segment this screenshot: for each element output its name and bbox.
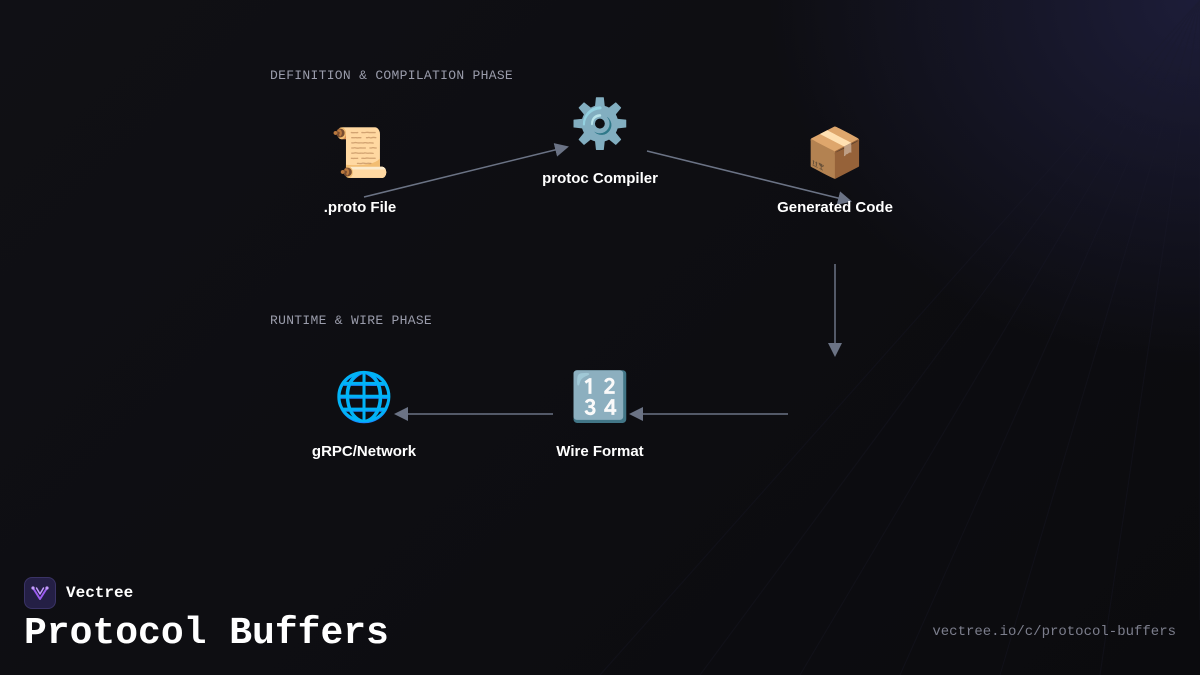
node-protoc-compiler: ⚙️ protoc Compiler [510,94,690,187]
node-proto-file: 📜 .proto File [270,123,450,216]
scroll-icon: 📜 [330,125,390,181]
brand: Vectree [24,577,133,609]
node-label-generated-code: Generated Code [777,199,893,216]
gear-icon: ⚙️ [570,96,630,152]
page-title: Protocol Buffers [24,612,389,655]
numbers-icon: 🔢 [570,369,630,425]
vectree-logo-icon [24,577,56,609]
node-label-proto-file: .proto File [323,199,397,216]
node-label-wire-format: Wire Format [556,443,644,460]
brand-name: Vectree [66,584,134,602]
node-grpc-network: 🌐 gRPC/Network [274,367,454,460]
edge-proto-to-compiler [363,143,569,198]
edge-compiler-to-generated [646,150,852,205]
node-label-grpc-network: gRPC/Network [311,443,417,460]
node-wire-format: 🔢 Wire Format [510,367,690,460]
node-label-protoc-compiler: protoc Compiler [542,170,658,187]
package-icon: 📦 [805,125,865,181]
globe-icon: 🌐 [334,369,394,425]
node-generated-code: 📦 Generated Code [745,123,925,216]
phase-label-runtime: RUNTIME & WIRE PHASE [270,313,433,328]
source-url[interactable]: vectree.io/c/protocol-buffers [932,624,1176,640]
phase-label-definition: DEFINITION & COMPILATION PHASE [270,68,514,83]
